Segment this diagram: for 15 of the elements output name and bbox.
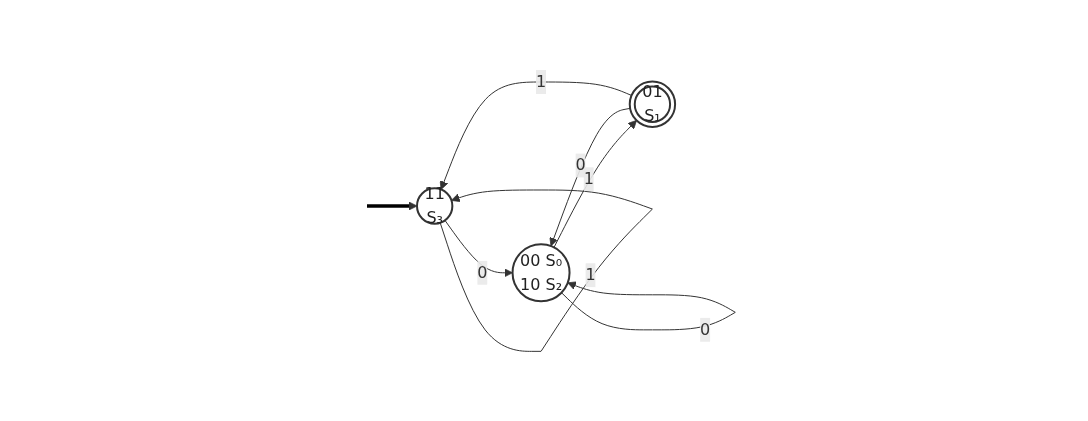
arrow [553,119,638,248]
edge-label: 1 [585,264,596,284]
arrow [444,219,514,277]
arrow [561,281,737,331]
edge-label: 1 [536,71,547,91]
node-circle: 01 S₁ [629,80,677,128]
edge-label: 0 [700,319,711,339]
arrow [440,81,633,190]
arrow [549,107,631,247]
arrow [440,189,654,352]
node-circle: 00 S₀ 10 S₂ [511,243,571,303]
arrow [367,201,418,211]
edge-label: 1 [583,169,595,189]
edge-label: 0 [477,262,488,282]
node-circle: 11 S₃ [416,187,454,225]
